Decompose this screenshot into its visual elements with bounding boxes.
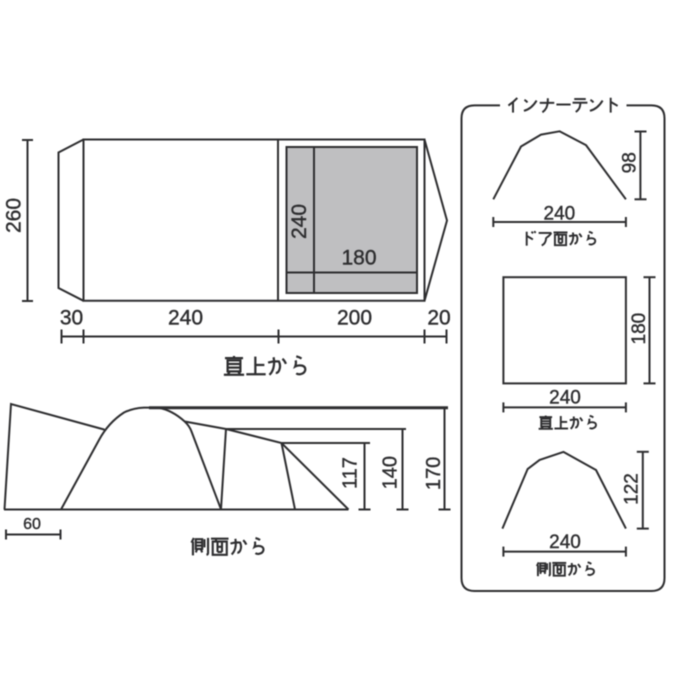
svg-text:117: 117 bbox=[340, 457, 362, 489]
svg-text:180: 180 bbox=[629, 313, 650, 345]
svg-text:260: 260 bbox=[3, 198, 26, 233]
svg-text:20: 20 bbox=[427, 307, 450, 330]
svg-text:170: 170 bbox=[423, 457, 445, 490]
svg-text:240: 240 bbox=[544, 203, 576, 224]
svg-text:60: 60 bbox=[23, 516, 41, 533]
svg-text:98: 98 bbox=[620, 152, 641, 173]
svg-text:200: 200 bbox=[337, 307, 372, 330]
svg-text:140: 140 bbox=[380, 456, 402, 489]
svg-text:240: 240 bbox=[549, 532, 581, 553]
svg-text:30: 30 bbox=[60, 307, 83, 330]
svg-text:240: 240 bbox=[168, 307, 203, 330]
svg-text:240: 240 bbox=[549, 388, 581, 409]
svg-text:122: 122 bbox=[622, 473, 643, 505]
svg-text:180: 180 bbox=[341, 247, 376, 270]
svg-text:240: 240 bbox=[288, 204, 311, 239]
